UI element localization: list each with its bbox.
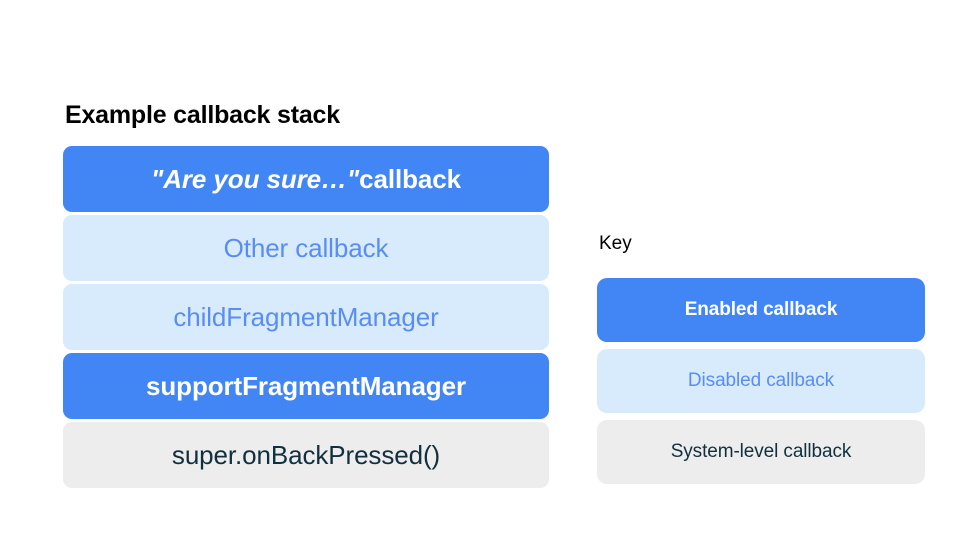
stack-card-label: childFragmentManager bbox=[173, 301, 439, 332]
key-item-system-level-callback: System-level callback bbox=[597, 420, 925, 484]
callback-stack-list: "Are you sure…" callback Other callback … bbox=[63, 146, 549, 488]
key-item-label: Enabled callback bbox=[684, 299, 838, 320]
key-item-enabled-callback: Enabled callback bbox=[597, 278, 925, 342]
stack-card-super-on-back-pressed: super.onBackPressed() bbox=[63, 422, 549, 488]
stack-card-label-italic: "Are you sure…" bbox=[151, 163, 360, 194]
stack-card-support-fragment-manager: supportFragmentManager bbox=[63, 353, 549, 419]
callback-stack-section: Example callback stack "Are you sure…" c… bbox=[63, 100, 549, 488]
key-item-disabled-callback: Disabled callback bbox=[597, 349, 925, 413]
stack-card-label: supportFragmentManager bbox=[146, 370, 466, 401]
key-title: Key bbox=[599, 233, 632, 254]
key-legend-list: Enabled callback Disabled callback Syste… bbox=[597, 278, 925, 484]
stack-card-label: Other callback bbox=[223, 232, 389, 263]
stack-card-label-plain: callback bbox=[359, 163, 461, 194]
page-title: Example callback stack bbox=[65, 101, 340, 129]
stack-card-other-callback: Other callback bbox=[63, 215, 549, 281]
key-item-label: Disabled callback bbox=[687, 370, 835, 391]
stack-card-are-you-sure-callback: "Are you sure…" callback bbox=[63, 146, 549, 212]
key-legend-section: Key Enabled callback Disabled callback S… bbox=[597, 232, 925, 484]
key-item-label: System-level callback bbox=[670, 441, 852, 462]
stack-card-label: super.onBackPressed() bbox=[171, 439, 441, 470]
stack-card-child-fragment-manager: childFragmentManager bbox=[63, 284, 549, 350]
